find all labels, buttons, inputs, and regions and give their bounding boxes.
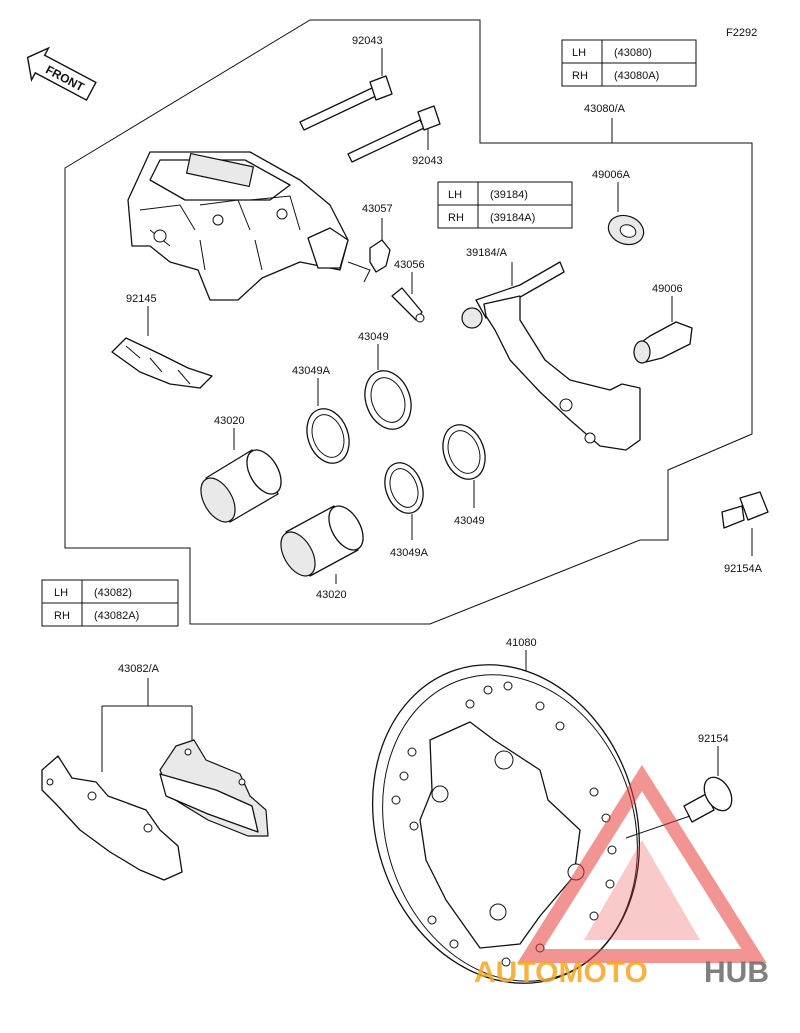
label-49006a: 49006A	[592, 169, 631, 181]
dust-seal-lower	[384, 462, 424, 514]
caliper-code-table: LH (43080) RH (43080A)	[561, 39, 697, 87]
boot-49006	[633, 321, 693, 364]
label-43049a-upper: 43049A	[292, 365, 331, 377]
label-43082a: 43082/A	[118, 663, 160, 675]
label-92043-top: 92043	[352, 35, 383, 47]
bracket-code-table: LH (39184) RH (39184A)	[437, 181, 573, 229]
caliper-bracket	[461, 261, 641, 451]
table-code: (39184A)	[490, 212, 535, 224]
label-92154: 92154	[698, 733, 729, 745]
table-code: (43082A)	[94, 610, 139, 622]
disc-vent-holes	[391, 681, 617, 967]
table-code: (39184)	[490, 189, 528, 201]
slide-pin-upper	[299, 75, 393, 131]
label-43056: 43056	[394, 259, 425, 271]
dust-seal-upper	[306, 408, 350, 464]
label-49006: 49006	[652, 283, 683, 295]
label-43080a: 43080/A	[584, 103, 626, 115]
table-side: LH	[54, 587, 68, 599]
piston-seal-upper	[364, 370, 412, 430]
pad-spring	[111, 337, 213, 389]
watermark-text-b: HUB	[704, 956, 769, 989]
caliper-group-outline	[64, 19, 753, 625]
piston-upper	[200, 449, 282, 523]
label-43020-lower: 43020	[316, 589, 347, 601]
label-43057: 43057	[362, 203, 393, 215]
pad-leader	[101, 678, 193, 772]
table-code: (43082)	[94, 587, 132, 599]
watermark-logo	[517, 764, 767, 963]
label-92043-lower: 92043	[412, 155, 443, 167]
label-41080: 41080	[506, 637, 537, 649]
table-side: RH	[54, 610, 70, 622]
disc-bolt	[683, 776, 733, 823]
table-side: LH	[572, 47, 586, 59]
table-side: RH	[572, 70, 588, 82]
bleeder-valve	[391, 287, 425, 323]
label-43020-upper: 43020	[214, 415, 245, 427]
bracket-bolt	[721, 491, 769, 529]
brake-pad-front	[41, 755, 183, 881]
table-side: LH	[448, 189, 462, 201]
caliper-body	[127, 151, 349, 301]
label-92154a: 92154A	[724, 563, 763, 575]
bleeder-cap	[347, 239, 391, 283]
label-43049-upper: 43049	[358, 331, 389, 343]
table-code: (43080A)	[614, 70, 659, 82]
piston-seal-lower	[442, 424, 486, 480]
table-side: RH	[448, 212, 464, 224]
table-code: (43080)	[614, 47, 652, 59]
piston-lower	[280, 505, 364, 577]
brake-disc	[371, 664, 641, 984]
diagram-code: F2292	[726, 27, 757, 39]
seal-49006a	[607, 214, 645, 246]
watermark-text-a: AUTOMOTO	[474, 956, 648, 989]
label-92145: 92145	[126, 293, 157, 305]
slide-pin-lower	[347, 105, 441, 163]
label-43049-lower: 43049	[454, 515, 485, 527]
brake-pad-rear	[159, 739, 269, 837]
label-39184a: 39184/A	[466, 247, 508, 259]
label-43049a-lower: 43049A	[390, 547, 429, 559]
front-arrow-icon: FRONT	[26, 46, 97, 102]
pads-code-table: LH (43082) RH (43082A)	[41, 579, 179, 627]
